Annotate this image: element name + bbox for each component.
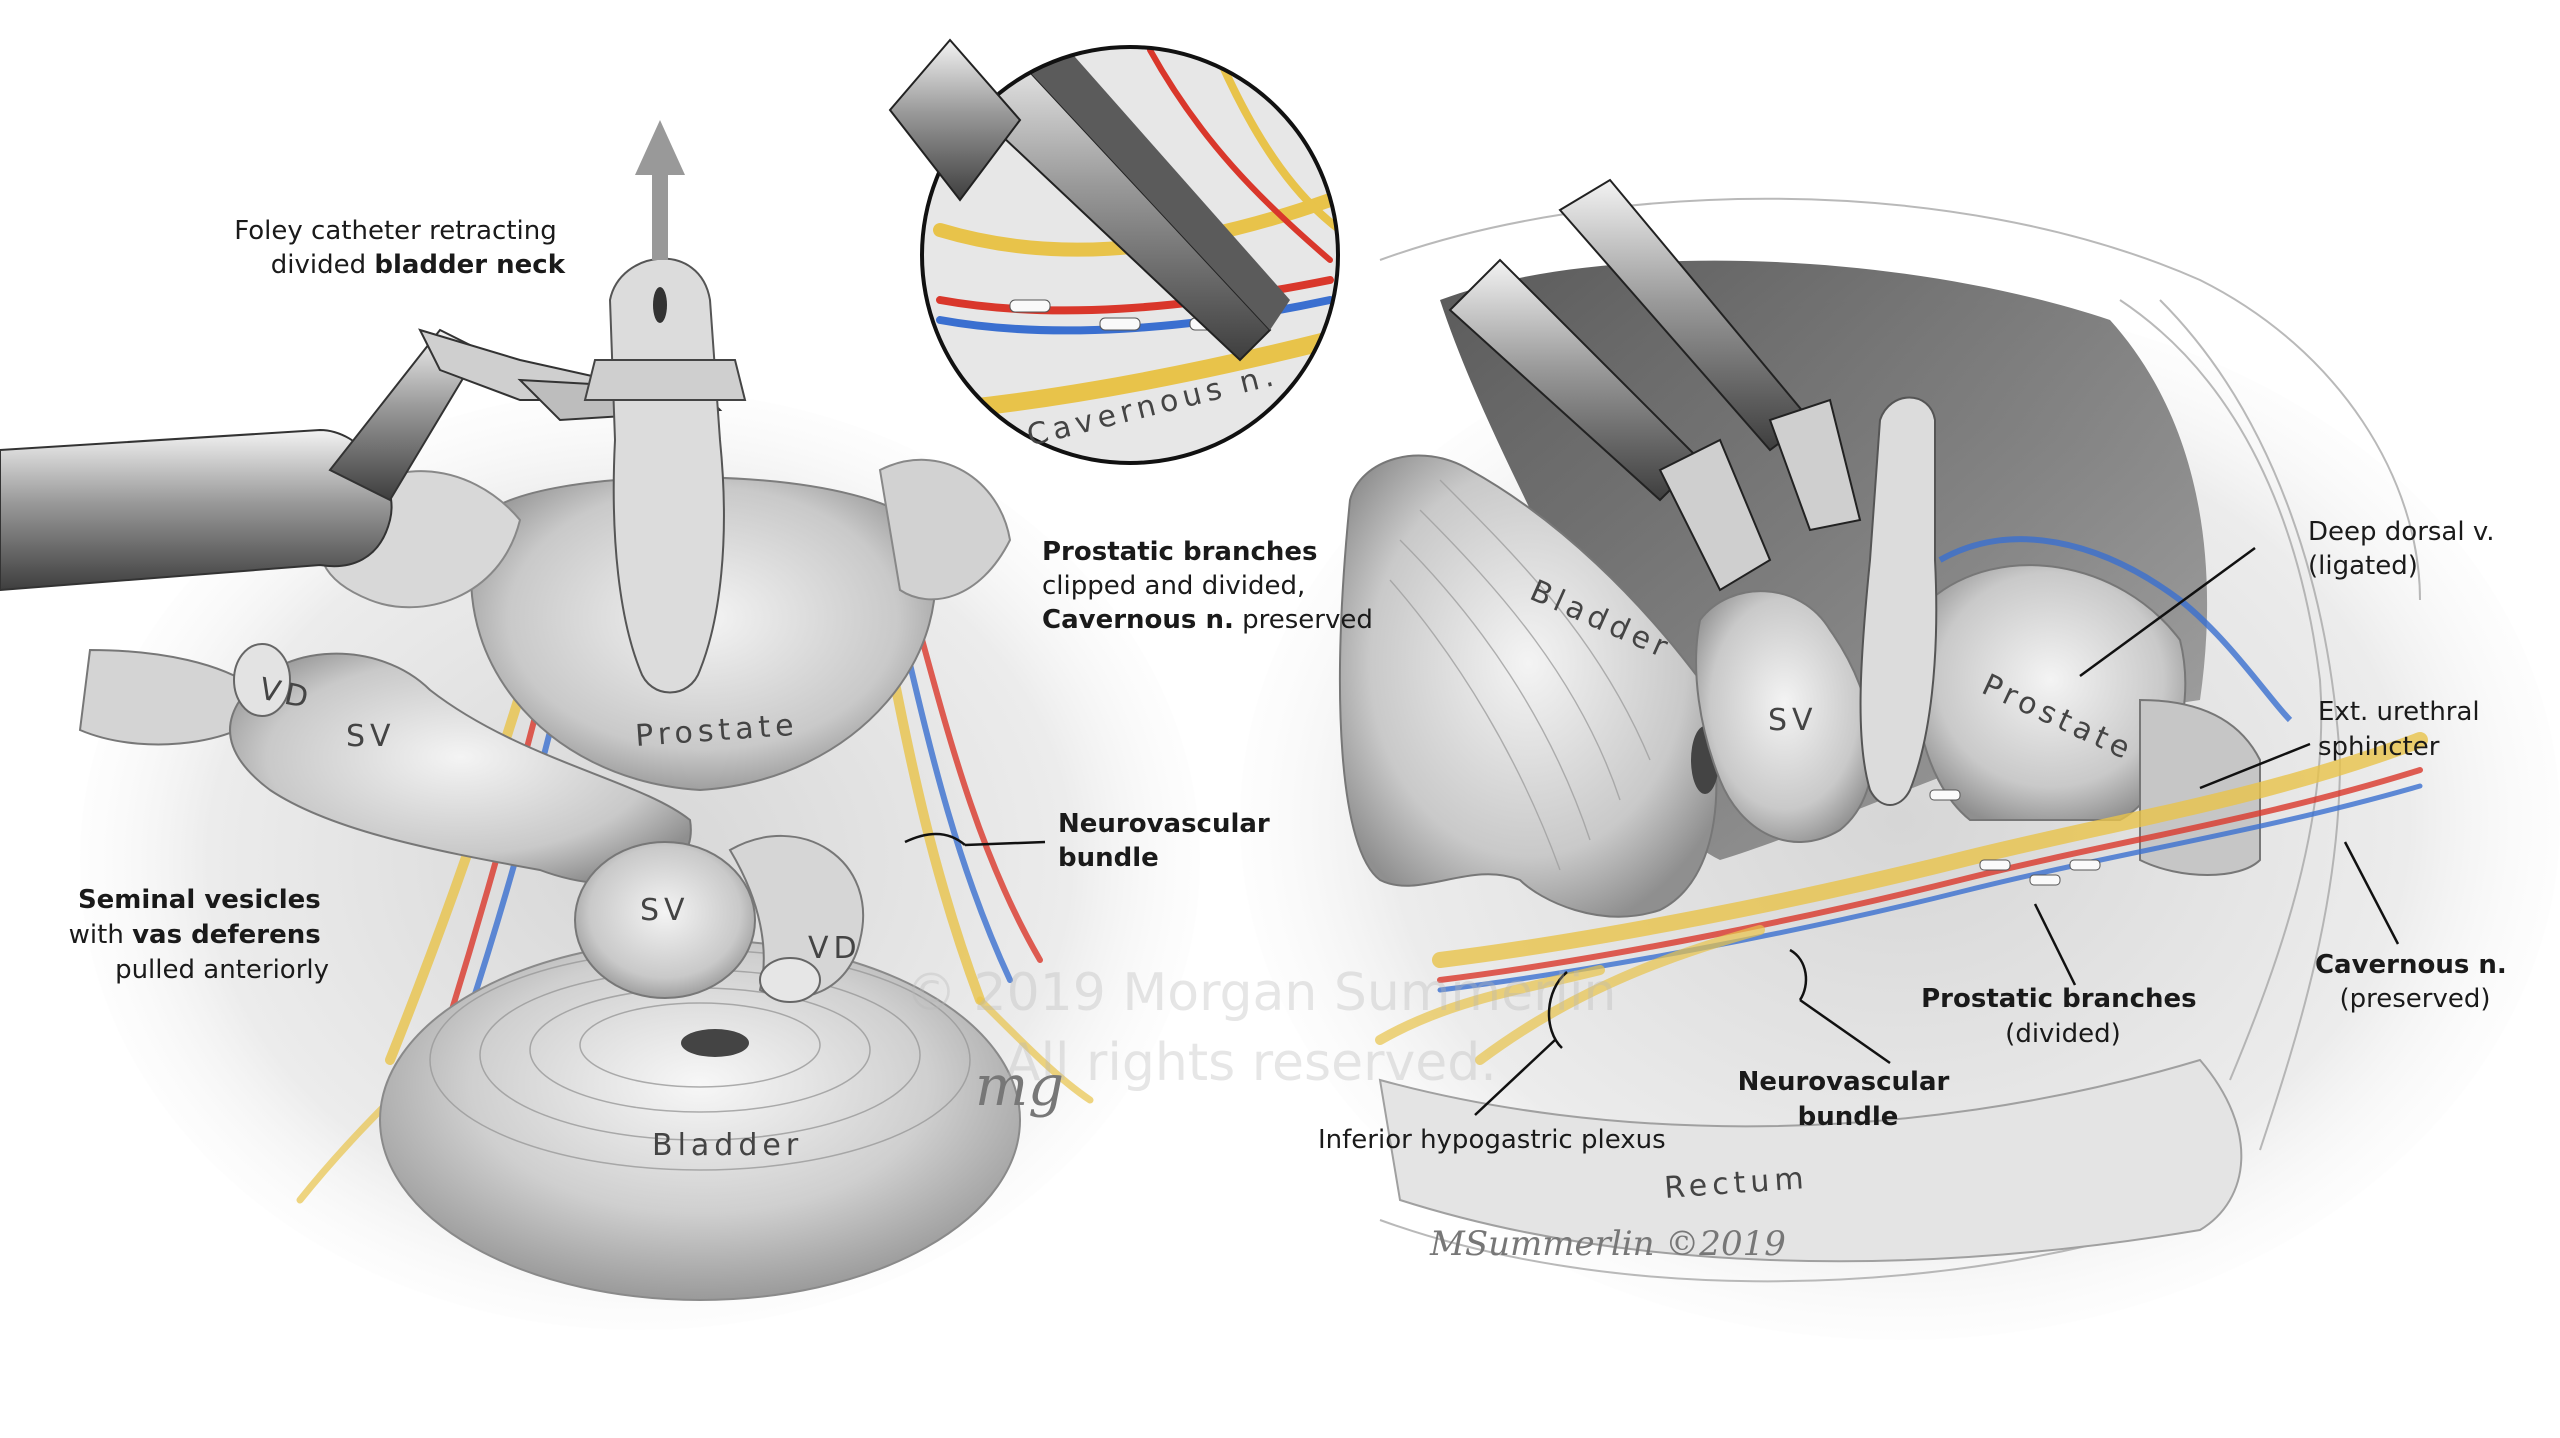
prostatic-branches-label: Prostatic branches (divided) [1921, 984, 2205, 1049]
right-instrument-1 [1448, 258, 1772, 592]
cavernous-label: Cavernous n. (preserved) [2315, 950, 2515, 1014]
left-prostate-side-right [878, 458, 1012, 601]
inset-magnification: Cavernous n. [888, 38, 1340, 465]
signature-left: mg [975, 1054, 1064, 1119]
foley-label: Foley catheter retracting divided bladde… [234, 216, 565, 280]
left-nvb-label: Neurovascular bundle [1058, 809, 1279, 873]
right-nvb-bracket [1789, 948, 1808, 1001]
right-instrument-2 [1558, 178, 1862, 532]
right-sv [1695, 590, 1874, 843]
ext-urethral-label: Ext. urethral sphincter [2318, 697, 2488, 762]
ext-urethral-leader [2199, 742, 2311, 790]
watermark-line-1: © 2019 Morgan Summerlin [905, 963, 1616, 1023]
watermark-line-2: All rights reserved. [1005, 1033, 1497, 1093]
left-nvb-bracket [904, 832, 966, 846]
hypogastric-bracket [1547, 971, 1568, 1049]
signature-right: MSummerlin ©2019 [1429, 1224, 1786, 1264]
organ-label-bladder-left: Bladder [652, 1128, 803, 1163]
right-rectum [1378, 1058, 2243, 1263]
organ-label-vd-bottom: VD [808, 931, 862, 966]
left-nvb-leader [964, 840, 1046, 847]
inset-border [920, 45, 1340, 465]
right-prostatic-branch-clips [1929, 789, 2101, 886]
right-bladder-striations [1389, 479, 1651, 871]
organ-label-sv-top: SV [346, 719, 396, 754]
right-nvb-leader [1799, 998, 1891, 1065]
retraction-arrow-icon [635, 120, 685, 260]
left-sv-lower [574, 841, 756, 999]
hypogastric-leader [1474, 1039, 1556, 1116]
right-panel [1240, 178, 2560, 1340]
left-vd-lower-tip [759, 957, 821, 1003]
deep-dorsal-label: Deep dorsal v. (ligated) [2308, 517, 2503, 581]
right-nvb-label: Neurovascular bundle [1738, 1067, 1959, 1132]
left-foley-collar [583, 359, 747, 401]
inset-caption: Prostatic branches clipped and divided, … [1042, 537, 1373, 635]
inset-instrument-shaft [888, 38, 1022, 202]
right-deep-dorsal-vein [1938, 536, 2293, 723]
cavernous-leader [2343, 841, 2400, 945]
deep-dorsal-leader [2079, 546, 2256, 678]
left-foley-catheter [608, 257, 725, 694]
left-foley-eye [653, 287, 667, 323]
organ-label-sv-bottom: SV [640, 893, 690, 928]
prostatic-branches-leader [2033, 903, 2077, 986]
right-bladder [1339, 454, 1718, 918]
left-bladder-orifice [681, 1029, 749, 1057]
seminal-label: Seminal vesicles with vas deferens pulle… [69, 885, 329, 985]
right-neurovascular-bundle [1375, 732, 2428, 1065]
right-foley-catheter [1859, 396, 1938, 806]
organ-label-sv-right: SV [1768, 703, 1818, 738]
left-panel [0, 120, 1200, 1330]
left-vd-tip [233, 643, 291, 717]
left-vd-lower [728, 834, 865, 999]
hypogastric-label: Inferior hypogastric plexus [1318, 1125, 1666, 1155]
